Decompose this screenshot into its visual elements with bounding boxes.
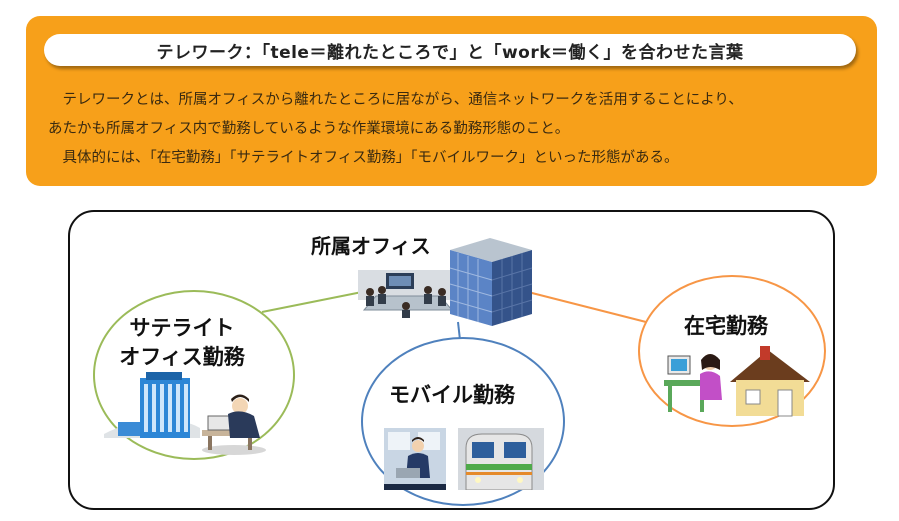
satellite-label-line-2: オフィス勤務 [112, 343, 252, 372]
train-illustration [458, 428, 544, 490]
office-building-illustration [446, 236, 536, 328]
connector-satellite [262, 292, 362, 312]
home-illustration [664, 340, 822, 420]
home-label: 在宅勤務 [684, 312, 768, 341]
satellite-office-illustration [104, 372, 272, 456]
mobile-work-illustration [384, 428, 446, 490]
satellite-label-line-1: サテライト [112, 314, 252, 343]
connector-home [528, 292, 650, 323]
mobile-label: モバイル勤務 [389, 381, 515, 410]
office-label: 所属オフィス [311, 232, 431, 261]
satellite-label: サテライト オフィス勤務 [112, 314, 252, 372]
